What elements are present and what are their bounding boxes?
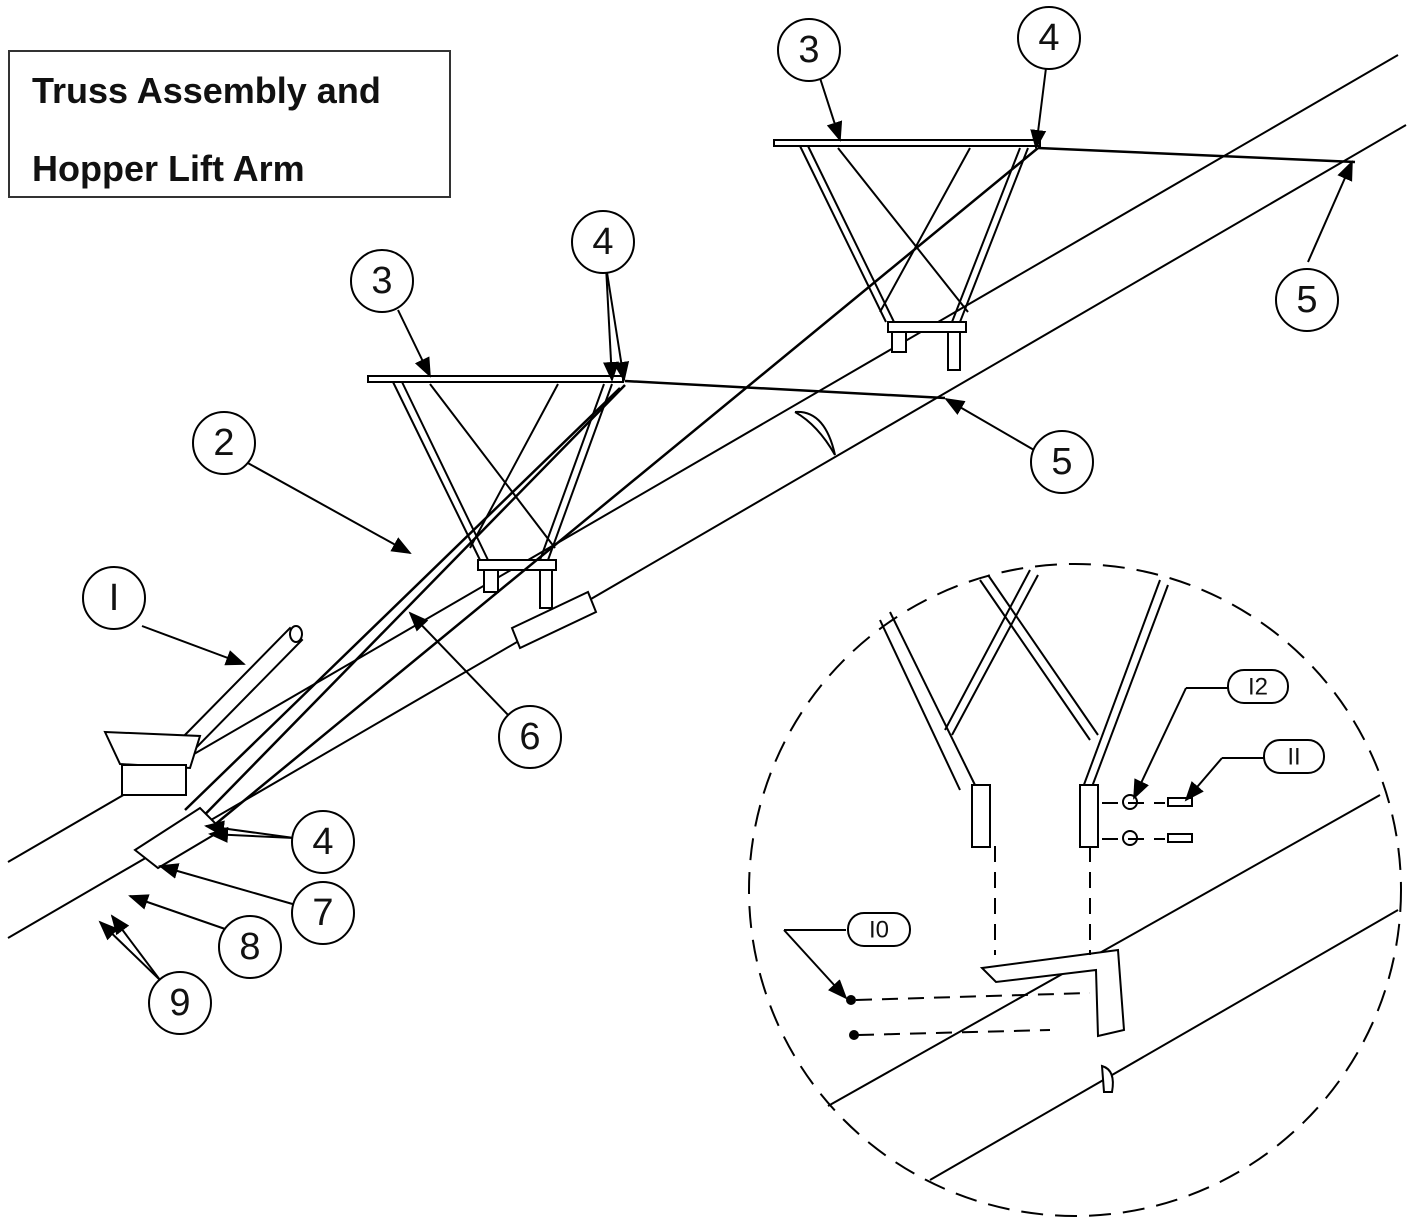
callout-8: 8: [239, 926, 260, 968]
callout-10: I0: [869, 917, 889, 944]
callout-5a: 5: [1296, 279, 1317, 321]
callout-2: 2: [213, 422, 234, 464]
callout-11: II: [1287, 744, 1300, 771]
callout-4c: 4: [312, 821, 333, 863]
callout-7: 7: [312, 892, 333, 934]
callout-bubbles: [82, 6, 1339, 1035]
callout-4a: 4: [592, 221, 613, 263]
callout-3a: 3: [371, 260, 392, 302]
title-box: Truss Assembly and Hopper Lift Arm: [8, 50, 451, 198]
hopper-lift-arm: [103, 590, 598, 870]
truss-frame-2: [773, 139, 1041, 371]
callout-6: 6: [519, 716, 540, 758]
title-line-1: Truss Assembly and: [32, 70, 381, 111]
title-line-2: Hopper Lift Arm: [32, 148, 305, 189]
callout-12: I2: [1248, 674, 1268, 701]
truss-rods: [179, 146, 1356, 846]
callout-4b: 4: [1038, 17, 1059, 59]
truss-frame-1: [367, 375, 624, 609]
callout-3b: 3: [798, 29, 819, 71]
leader-lines: [98, 67, 1353, 1000]
detail-view: [748, 563, 1402, 1217]
callout-9: 9: [169, 982, 190, 1024]
auger-tube: [7, 54, 1407, 939]
callout-1: I: [109, 577, 120, 619]
callout-5b: 5: [1051, 441, 1072, 483]
